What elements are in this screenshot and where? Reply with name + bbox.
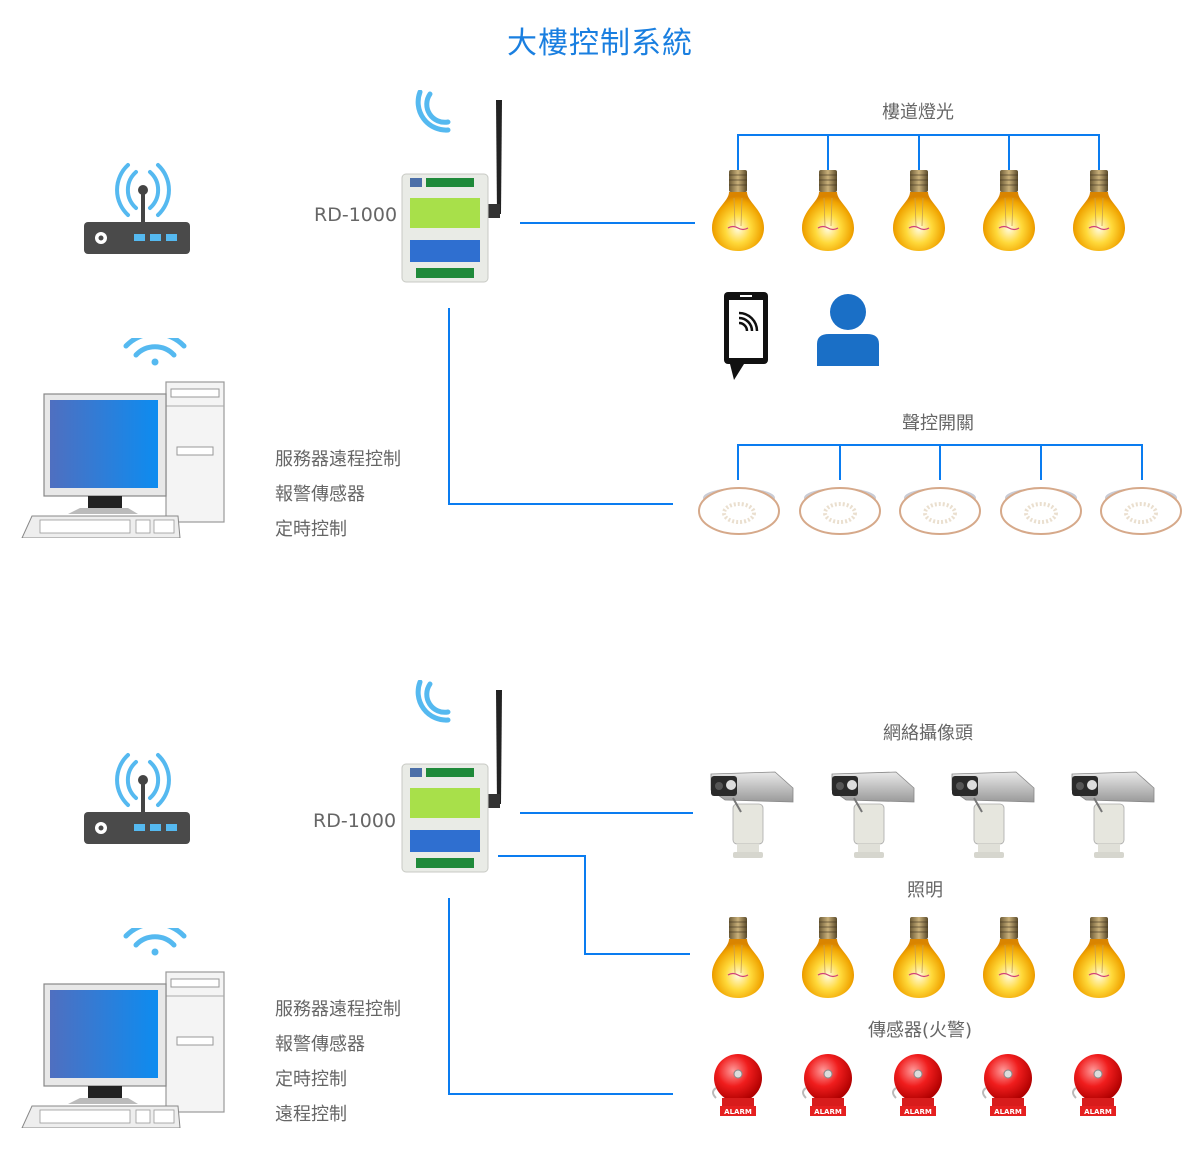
light-bulb-icon: [1069, 168, 1129, 253]
connector-line: [448, 1093, 673, 1095]
ceiling-light-icon: [1099, 482, 1183, 536]
light-bulb-icon: [1069, 915, 1129, 1000]
ip-camera-icon: [946, 768, 1036, 860]
ceiling-light-icon: [798, 482, 882, 536]
feature-list: 服務器遠程控制 報警傳感器 定時控制 遠程控制: [275, 992, 401, 1132]
ceiling-light-icon: [898, 482, 982, 536]
drop-line: [737, 444, 739, 480]
light-bulb-icon: [979, 168, 1039, 253]
group-label-voice-switch: 聲控開關: [902, 413, 974, 434]
light-bulb-icon: [979, 915, 1039, 1000]
group-label-ip-cameras: 網絡攝像頭: [883, 723, 973, 744]
feature-item: 定時控制: [275, 1069, 347, 1090]
feature-item: 報警傳感器: [275, 484, 365, 505]
group-label-fire-sensors: 傳感器(火警): [867, 1020, 973, 1041]
light-bulb-icon: [889, 168, 949, 253]
fire-alarm-bell-icon: [798, 1052, 858, 1118]
ceiling-light-icon: [697, 482, 781, 536]
connector-line: [448, 503, 673, 505]
feature-item: 遠程控制: [275, 1104, 347, 1125]
ip-camera-icon: [705, 768, 795, 860]
drop-line: [939, 444, 941, 480]
ip-camera-icon: [826, 768, 916, 860]
connector-line: [584, 855, 586, 955]
feature-item: 定時控制: [275, 519, 347, 540]
light-bulb-icon: [708, 915, 768, 1000]
drop-line: [1008, 134, 1010, 170]
light-bulb-icon: [798, 915, 858, 1000]
ceiling-light-icon: [999, 482, 1083, 536]
connector-line: [520, 222, 695, 224]
controller-label: RD-1000: [314, 204, 398, 226]
group-label-corridor-lights: 樓道燈光: [882, 102, 954, 123]
feature-list: 服務器遠程控制 報警傳感器 定時控制: [275, 442, 401, 547]
group-label-lighting: 照明: [907, 880, 943, 901]
drop-line: [1040, 444, 1042, 480]
connector-line: [448, 898, 450, 1095]
connector-line: [448, 308, 450, 505]
drop-line: [827, 134, 829, 170]
controller-device: [390, 90, 520, 290]
router-icon: [84, 750, 194, 845]
smartphone-icon: [724, 292, 768, 380]
drop-line: [1098, 134, 1100, 170]
drop-line: [1141, 444, 1143, 480]
fire-alarm-bell-icon: [978, 1052, 1038, 1118]
feature-item: 服務器遠程控制: [275, 449, 401, 470]
fire-alarm-bell-icon: [1068, 1052, 1128, 1118]
feature-item: 報警傳感器: [275, 1034, 365, 1055]
router-icon: [84, 160, 194, 255]
desktop-computer-icon: [18, 338, 228, 538]
connector-line: [584, 953, 690, 955]
user-icon: [817, 294, 879, 366]
desktop-computer-icon: [18, 928, 228, 1128]
fire-alarm-bell-icon: [708, 1052, 768, 1118]
drop-line: [737, 134, 739, 170]
light-bulb-icon: [798, 168, 858, 253]
controller-label: RD-1000: [313, 810, 397, 832]
connector-line: [520, 812, 693, 814]
feature-item: 服務器遠程控制: [275, 999, 401, 1020]
light-bulb-icon: [708, 168, 768, 253]
ip-camera-icon: [1066, 768, 1156, 860]
drop-line: [918, 134, 920, 170]
drop-line: [839, 444, 841, 480]
page-title: 大樓控制系統: [507, 26, 693, 61]
fire-alarm-bell-icon: [888, 1052, 948, 1118]
controller-device: [390, 680, 520, 880]
connector-line: [498, 855, 586, 857]
light-bulb-icon: [889, 915, 949, 1000]
